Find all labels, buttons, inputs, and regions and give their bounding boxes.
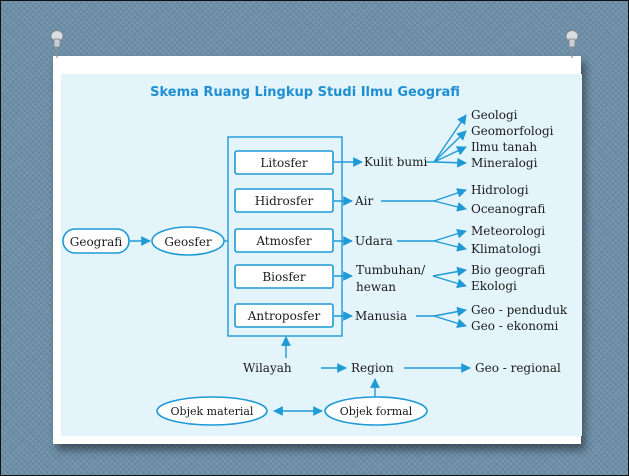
sphere-label: Biosfer bbox=[262, 270, 306, 284]
subfield-label: Geo - penduduk bbox=[471, 303, 568, 317]
subfield-label: Bio geografi bbox=[471, 263, 545, 277]
sphere-box: Antroposfer bbox=[234, 303, 334, 328]
edge-object-subfields bbox=[416, 306, 467, 329]
oval-objek-material: Objek material bbox=[156, 396, 268, 426]
node-hub-label: Geosfer bbox=[164, 235, 212, 249]
subfield-label: Meteorologi bbox=[471, 224, 545, 238]
edge-object-subfields bbox=[397, 228, 467, 252]
oval-objek-formal: Objek formal bbox=[324, 396, 428, 426]
bottom-label-wilayah: Wilayah bbox=[243, 361, 292, 375]
subfield-label: Geomorfologi bbox=[471, 124, 554, 138]
subfield-label: Geo - ekonomi bbox=[471, 319, 559, 333]
oval-label: Objek formal bbox=[340, 405, 413, 418]
subfield-label: Geologi bbox=[471, 108, 518, 122]
object-label: hewan bbox=[356, 280, 396, 294]
sphere-box: Hidrosfer bbox=[234, 188, 334, 213]
pushpin-icon bbox=[565, 30, 579, 58]
diagram-title: Skema Ruang Lingkup Studi Ilmu Geografi bbox=[150, 85, 460, 100]
sphere-box: Litosfer bbox=[234, 150, 334, 175]
bottom-label-regional: Geo - regional bbox=[475, 361, 561, 375]
sphere-label: Antroposfer bbox=[247, 309, 321, 323]
subfield-label: Hidrologi bbox=[471, 183, 529, 197]
node-root-label: Geografi bbox=[70, 235, 123, 249]
subfield-label: Ilmu tanah bbox=[471, 140, 537, 154]
oval-label: Objek material bbox=[171, 405, 254, 418]
subfield-label: Klimatologi bbox=[471, 242, 541, 256]
pushpin-icon bbox=[50, 30, 64, 58]
diagram-edges bbox=[130, 114, 471, 416]
subfield-label: Ekologi bbox=[471, 279, 517, 293]
subfield-label: Mineralogi bbox=[471, 156, 538, 170]
object-label: Air bbox=[354, 194, 374, 208]
bottom-label-region: Region bbox=[351, 361, 394, 375]
object-label: Manusia bbox=[355, 309, 407, 323]
sphere-label: Hidrosfer bbox=[255, 194, 314, 208]
edge-object-subfields bbox=[432, 266, 467, 289]
edge-object-subfields bbox=[381, 188, 467, 212]
object-label: Tumbuhan/ bbox=[356, 263, 426, 277]
sphere-box: Biosfer bbox=[234, 264, 334, 289]
node-root: Geografi bbox=[62, 228, 130, 254]
sphere-label: Litosfer bbox=[260, 156, 308, 170]
sphere-label: Atmosfer bbox=[255, 234, 312, 248]
subfield-label: Oceanografi bbox=[471, 202, 545, 216]
object-label: Kulit bumi bbox=[364, 155, 428, 169]
object-label: Udara bbox=[355, 234, 393, 248]
edge-object-subfields bbox=[426, 114, 467, 168]
node-hub: Geosfer bbox=[151, 226, 225, 256]
sphere-box: Atmosfer bbox=[234, 228, 334, 253]
